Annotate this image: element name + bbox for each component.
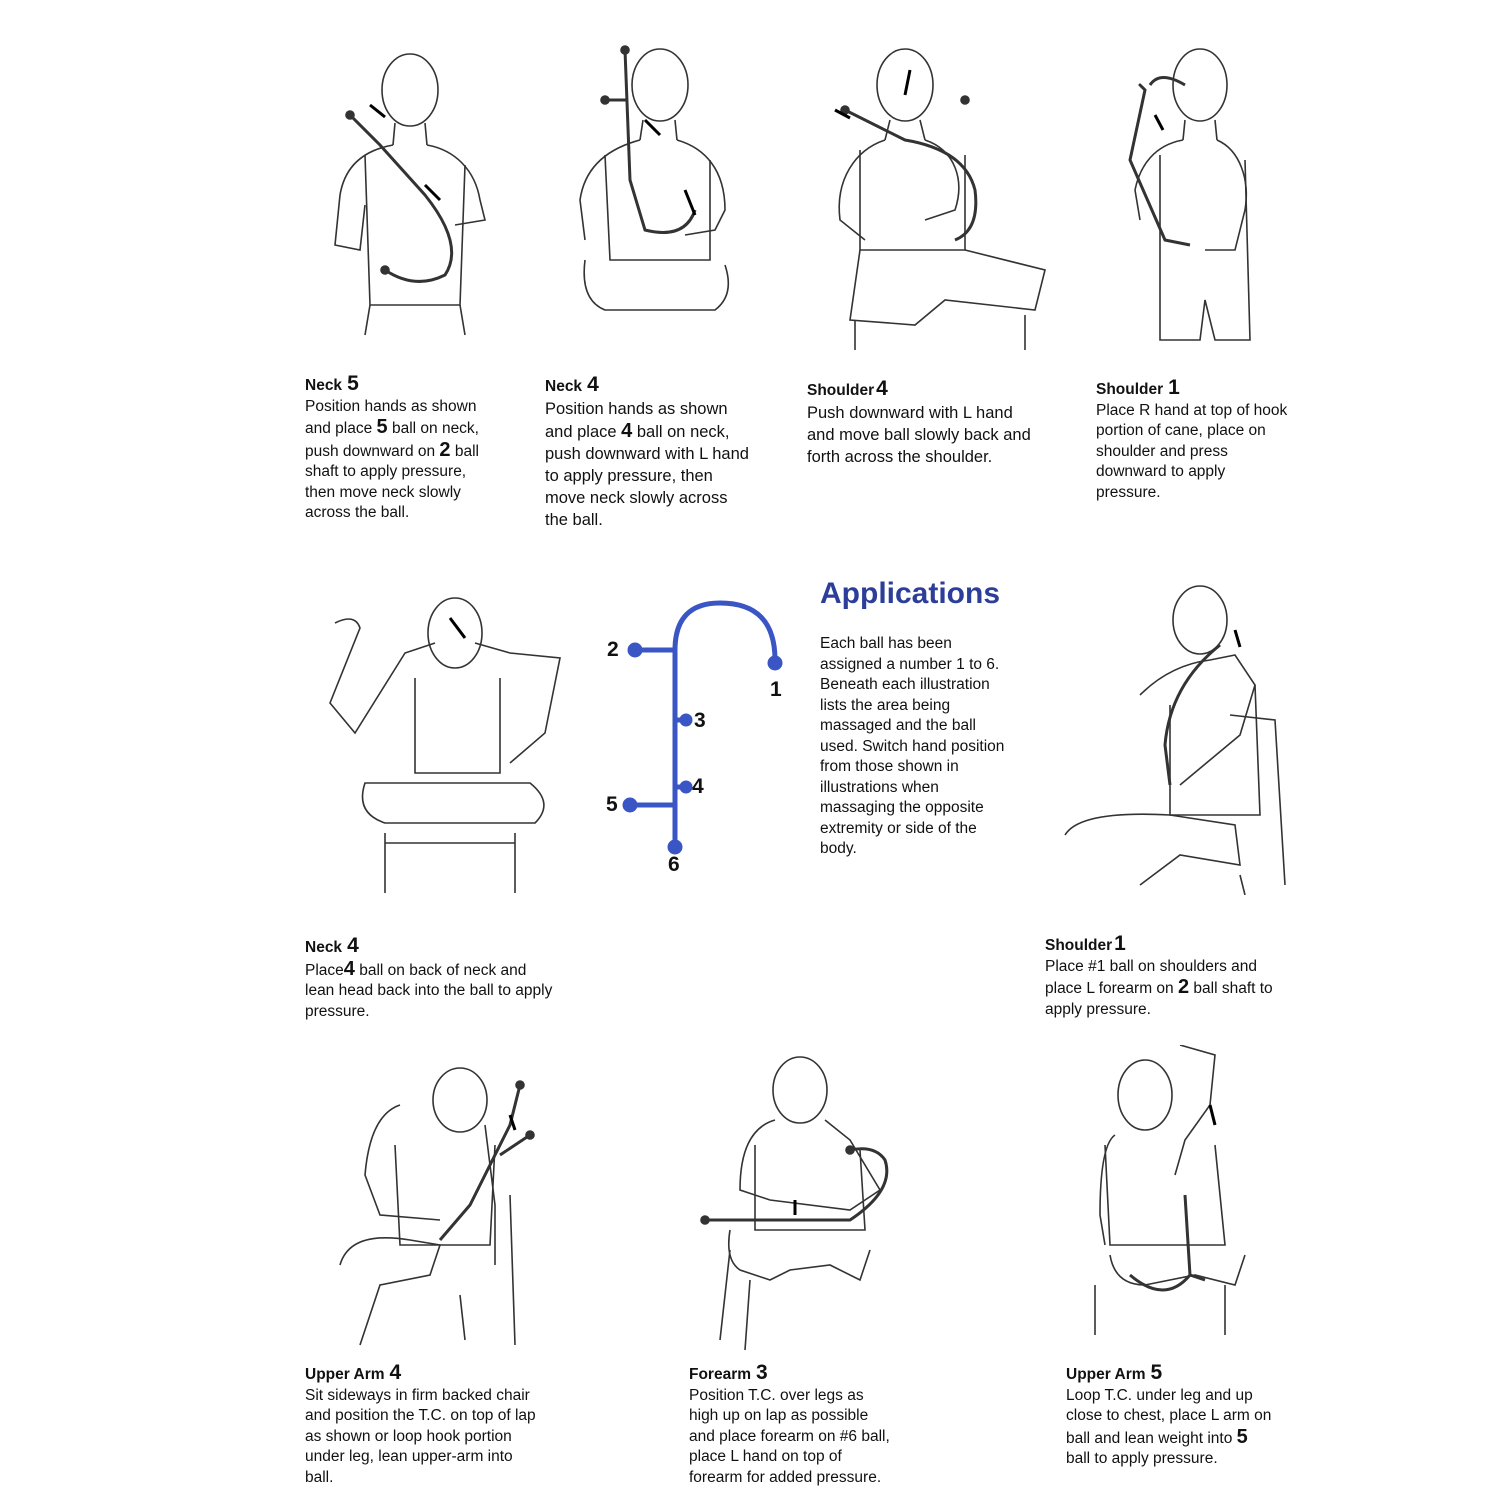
illustration-shoulder-1 [1105, 40, 1260, 355]
caption-text: Place #1 ball on shoulders and place L f… [1045, 957, 1257, 998]
caption-ball-number: 4 [587, 373, 599, 396]
caption-ball-number: 4 [389, 1361, 402, 1384]
caption-text: Position hands as shown and place [545, 400, 728, 441]
caption-title: Upper Arm [1066, 1366, 1146, 1383]
caption-shoulder-4: Shoulder4 Push downward with L hand and … [807, 378, 1072, 468]
cane-diagram [620, 595, 795, 855]
caption-ball-number: 1 [1114, 932, 1126, 955]
caption-title: Forearm [689, 1366, 752, 1383]
illustration-neck-4 [565, 40, 740, 330]
caption-ball-number: 4 [347, 934, 359, 957]
caption-text: ball shaft to apply pressure. [1045, 980, 1273, 1018]
cane-label-3: 3 [694, 709, 706, 732]
caption-text: ball to apply pressure. [1066, 1450, 1218, 1467]
ball-2 [627, 642, 643, 658]
illustration-shoulder-4 [825, 40, 1050, 350]
applications-body: Each ball has been assigned a number 1 t… [820, 635, 1005, 857]
illustration-neck-4-back [315, 583, 575, 903]
caption-title: Neck [305, 939, 343, 956]
cane-label-1: 1 [770, 678, 782, 701]
inline-ball-number: 2 [1177, 976, 1190, 998]
caption-text: Sit sideways in firm backed chair and po… [305, 1386, 536, 1486]
caption-text: Position T.C. over legs as high up on la… [689, 1386, 890, 1486]
inline-ball-number: 5 [1236, 1425, 1248, 1448]
caption-text: ball on back of neck and lean head back … [305, 961, 553, 1020]
cane-label-6: 6 [668, 853, 680, 876]
caption-title: Neck [545, 378, 583, 395]
illustration-upper-arm-4 [320, 1055, 550, 1350]
caption-text: Place R hand at top of hook portion of c… [1096, 401, 1288, 501]
caption-text: Loop T.C. under leg and up close to ches… [1066, 1386, 1272, 1447]
caption-ball-number: 5 [347, 372, 359, 395]
ball-3 [679, 713, 693, 727]
caption-text: Position hands as shown and place [305, 397, 477, 438]
cane-label-4: 4 [692, 775, 704, 798]
illustration-forearm-3 [700, 1050, 920, 1350]
applications-title: Applications [820, 577, 1001, 610]
ball-5 [622, 797, 638, 813]
caption-text: Place [305, 961, 344, 979]
caption-ball-number: 4 [876, 377, 888, 400]
cane-label-2: 2 [607, 638, 619, 661]
ball-4 [679, 780, 693, 794]
caption-text: ball on neck, push downward with L hand … [545, 423, 749, 529]
caption-title: Upper Arm [305, 1366, 385, 1383]
caption-title: Neck [305, 377, 343, 394]
caption-ball-number: 1 [1168, 376, 1180, 399]
caption-title: Shoulder [807, 382, 875, 399]
caption-ball-number: 5 [1150, 1361, 1163, 1384]
ball-1 [767, 655, 783, 671]
illustration-neck-5 [325, 45, 495, 340]
inline-ball-number: 4 [621, 420, 633, 442]
caption-text: ball shaft to apply pressure, then move … [305, 442, 479, 522]
illustration-upper-arm-5 [1085, 1045, 1255, 1345]
caption-text: Push downward with L hand and move ball … [807, 404, 1031, 466]
inline-ball-number: 2 [439, 438, 451, 461]
caption-shoulder-1-seated: Shoulder1 Place #1 ball on shoulders and… [1045, 932, 1315, 1020]
illustration-shoulder-1-seated [1060, 585, 1295, 895]
inline-ball-number: 4 [343, 957, 355, 980]
caption-title: Shoulder [1045, 937, 1113, 954]
caption-ball-number: 3 [756, 1361, 768, 1384]
ball-6 [667, 839, 683, 855]
inline-ball-number: 5 [376, 416, 388, 438]
caption-text: ball on neck, push downward on [305, 420, 479, 460]
cane-label-5: 5 [606, 793, 618, 816]
caption-title: Shoulder [1096, 381, 1164, 398]
